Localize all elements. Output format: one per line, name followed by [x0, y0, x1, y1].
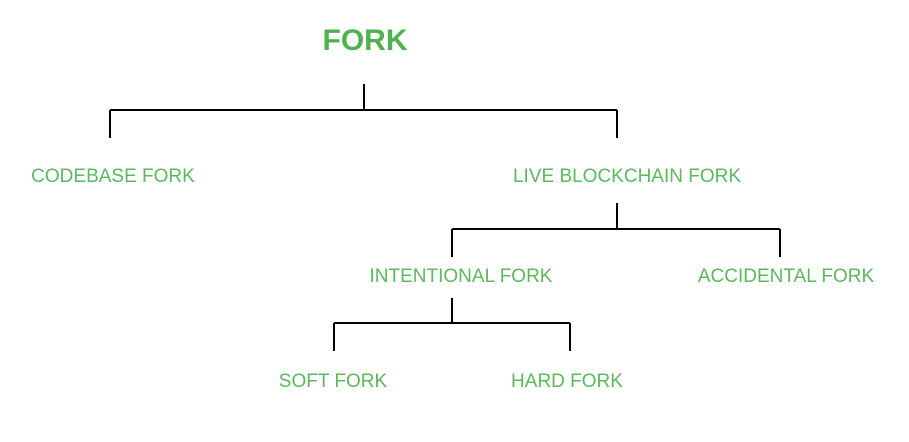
- node-hard-fork: HARD FORK: [511, 371, 623, 392]
- node-soft-fork: SOFT FORK: [278, 371, 388, 392]
- connector-live-blockchain: [451, 203, 781, 257]
- node-codebase-fork: CODEBASE FORK: [31, 166, 195, 187]
- node-accidental-fork: ACCIDENTAL FORK: [697, 266, 875, 287]
- node-fork: FORK: [322, 24, 408, 57]
- connector-root: [109, 84, 618, 138]
- node-live-blockchain-fork: LIVE BLOCKCHAIN FORK: [512, 166, 742, 187]
- connector-intentional: [333, 298, 571, 351]
- node-intentional-fork: INTENTIONAL FORK: [369, 266, 553, 287]
